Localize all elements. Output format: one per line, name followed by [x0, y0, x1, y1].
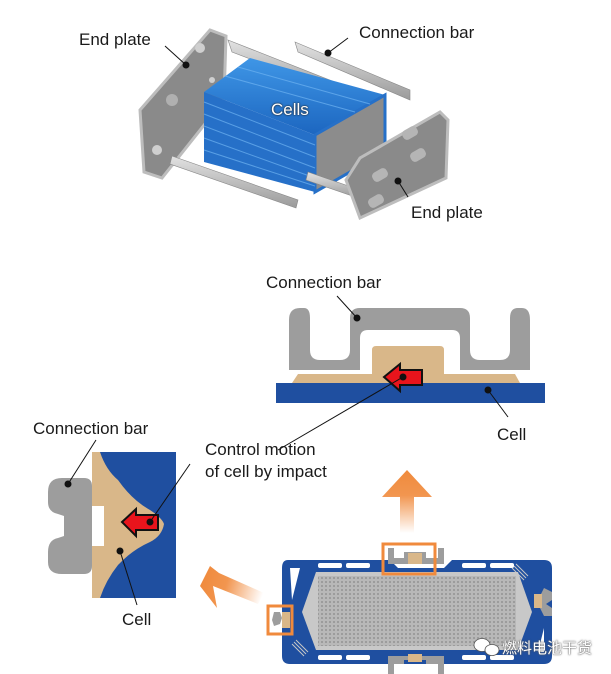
detail-top-crosssection [276, 308, 545, 403]
orange-arrow-left [200, 566, 264, 608]
label-end-plate-right: End plate [411, 203, 483, 222]
orange-arrow-up [382, 470, 432, 533]
label-cell-detail-top: Cell [497, 425, 527, 444]
label-cell-detail-left: Cell [122, 610, 152, 629]
label-connection-bar-detail-left: Connection bar [33, 419, 149, 438]
end-plate-right [344, 110, 450, 221]
label-control-motion-line1: Control motion [205, 440, 316, 459]
label-control-motion-line2: of cell by impact [205, 462, 327, 481]
connection-bar-front [169, 155, 361, 209]
label-end-plate-left: End plate [79, 30, 151, 49]
cell-crosssection [266, 542, 552, 674]
leader-lines-assembly [164, 37, 409, 198]
label-cells: Cells [271, 100, 309, 119]
wechat-icon [473, 638, 500, 656]
highlight-box-left [266, 604, 294, 636]
label-connection-bar-detail-top: Connection bar [266, 273, 382, 292]
impact-arrow-left [120, 506, 159, 539]
leader-lines-detail-left [64, 439, 191, 606]
highlight-box-top [381, 542, 437, 576]
label-connection-bar-assembly: Connection bar [359, 23, 475, 42]
detail-left-crosssection [48, 452, 176, 598]
watermark-text: 燃料电池干货 [502, 639, 593, 657]
leader-lines-detail-top [277, 295, 509, 451]
